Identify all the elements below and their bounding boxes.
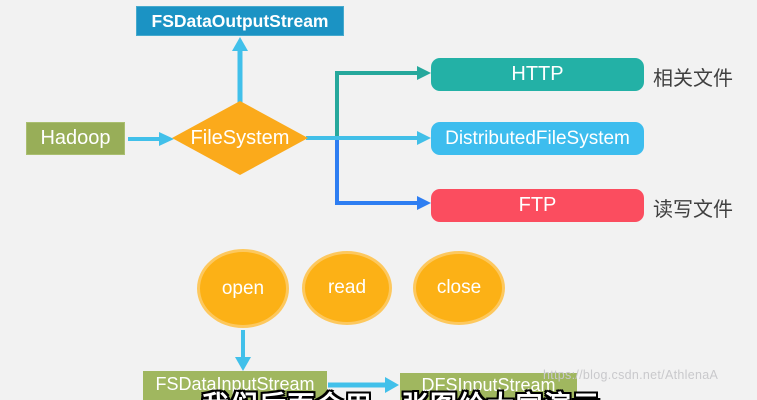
node-fsdatainputstream: FSDataInputStream xyxy=(143,371,327,400)
arrow-filesystem-to-fsdataoutputstream xyxy=(232,37,248,103)
node-close: close xyxy=(413,251,505,325)
caption-subtitle: 我们后面会用一张图给大家演示 xyxy=(202,384,601,400)
node-dfsinputstream: DFSInputStream xyxy=(400,373,577,400)
node-hadoop: Hadoop xyxy=(26,122,125,155)
arrow-hadoop-to-filesystem xyxy=(128,132,174,146)
note-read-write-files: 读写文件 xyxy=(653,199,733,221)
node-read: read xyxy=(302,251,392,325)
arrow-filesystem-to-http xyxy=(335,66,431,137)
arrow-filesystem-to-ftp xyxy=(335,139,431,210)
node-ftp: FTP xyxy=(431,189,644,222)
arrow-fsdatainputstream-to-dfsinputstream xyxy=(328,377,399,393)
arrow-filesystem-to-distributedfilesystem xyxy=(306,131,431,145)
note-related-files: 相关文件 xyxy=(653,68,733,90)
node-distributedfilesystem: DistributedFileSystem xyxy=(431,122,644,155)
node-http: HTTP xyxy=(431,58,644,91)
node-open: open xyxy=(197,249,289,328)
watermark: https://blog.csdn.net/AthlenaA xyxy=(543,368,719,382)
arrow-open-to-fsdatainputstream xyxy=(235,330,251,371)
node-fsdataoutputstream: FSDataOutputStream xyxy=(136,6,344,36)
